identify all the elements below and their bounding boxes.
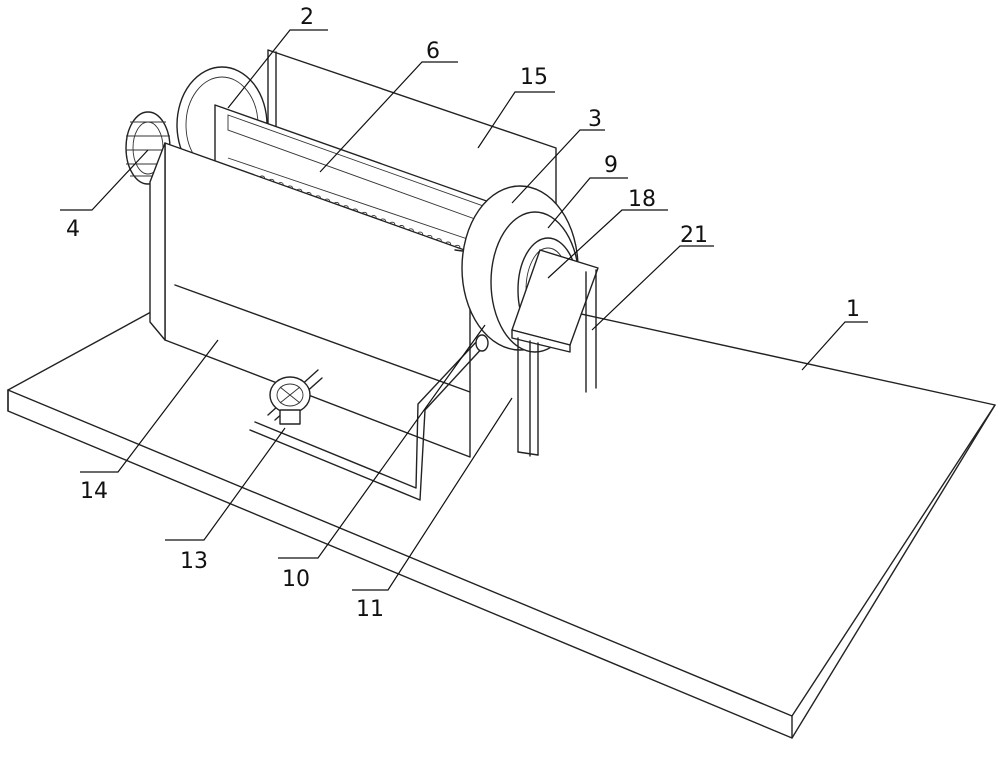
label-3: 3 bbox=[588, 107, 602, 132]
label-11: 11 bbox=[356, 597, 384, 622]
label-6: 6 bbox=[426, 39, 440, 64]
label-2: 2 bbox=[300, 5, 314, 30]
label-10: 10 bbox=[282, 567, 310, 592]
label-15: 15 bbox=[520, 65, 548, 90]
label-14: 14 bbox=[80, 479, 108, 504]
label-1: 1 bbox=[846, 297, 860, 322]
label-9: 9 bbox=[604, 153, 618, 178]
label-13: 13 bbox=[180, 549, 208, 574]
label-4: 4 bbox=[66, 217, 80, 242]
label-18: 18 bbox=[628, 187, 656, 212]
label-21: 21 bbox=[680, 223, 708, 248]
